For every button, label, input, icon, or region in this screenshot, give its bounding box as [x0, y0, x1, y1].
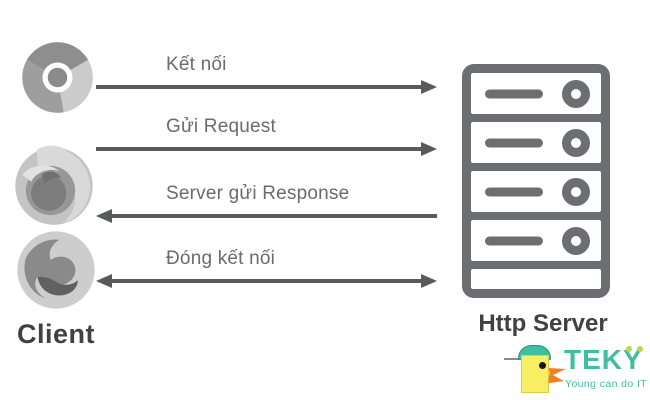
- arrow-both: [96, 274, 437, 288]
- arrowhead-right-icon: [421, 142, 437, 156]
- drive-bar: [485, 89, 543, 98]
- arrow-line: [96, 85, 421, 89]
- arrow-right: [96, 142, 437, 156]
- arrow-line: [96, 147, 421, 151]
- message-label: Kết nối: [166, 54, 227, 75]
- arrow-line: [112, 214, 437, 218]
- chrome-browser-icon: [20, 40, 95, 115]
- drive-bar: [485, 236, 543, 245]
- message-server-response: Server gửi Response: [96, 183, 437, 223]
- brand-dot-icon: [626, 346, 632, 352]
- message-label: Gửi Request: [166, 116, 276, 137]
- drive-knob-icon: [562, 79, 590, 108]
- message-connect: Kết nối: [96, 54, 437, 94]
- arrowhead-right-icon: [421, 80, 437, 94]
- arrow-line: [112, 279, 421, 283]
- message-send-request: Gửi Request: [96, 116, 437, 156]
- brand-tagline: Young can do IT: [565, 378, 648, 390]
- drive-bar: [485, 138, 543, 147]
- edge-browser-icon: [14, 228, 98, 312]
- message-close-connection: Đóng kết nối: [96, 248, 437, 288]
- drive-knob-icon: [562, 226, 590, 255]
- message-label: Đóng kết nối: [166, 248, 276, 269]
- server-rack-icon: [462, 64, 610, 298]
- arrowhead-left-icon: [96, 274, 112, 288]
- server-drive-slot: [471, 73, 601, 114]
- arrow-right: [96, 80, 437, 94]
- arrowhead-left-icon: [96, 209, 112, 223]
- server-base-slot: [471, 269, 601, 289]
- drive-knob-icon: [562, 177, 590, 206]
- arrowhead-right-icon: [421, 274, 437, 288]
- arrow-left: [96, 209, 437, 223]
- bird-tail-line: [504, 358, 524, 360]
- server-drive-slot: [471, 220, 601, 261]
- server-drive-slot: [471, 171, 601, 212]
- bird-beak: [547, 373, 565, 387]
- bird-eye: [539, 362, 546, 369]
- server-label: Http Server: [478, 310, 608, 337]
- brand-dot-icon: [637, 346, 643, 352]
- drive-knob-icon: [562, 128, 590, 157]
- server-drive-slot: [471, 122, 601, 163]
- teky-logo: TEKY Young can do IT: [498, 342, 650, 398]
- firefox-browser-icon: [10, 139, 98, 228]
- message-label: Server gửi Response: [166, 183, 350, 204]
- teky-bird-mascot-icon: [521, 355, 549, 393]
- client-label: Client: [17, 319, 96, 349]
- drive-bar: [485, 187, 543, 196]
